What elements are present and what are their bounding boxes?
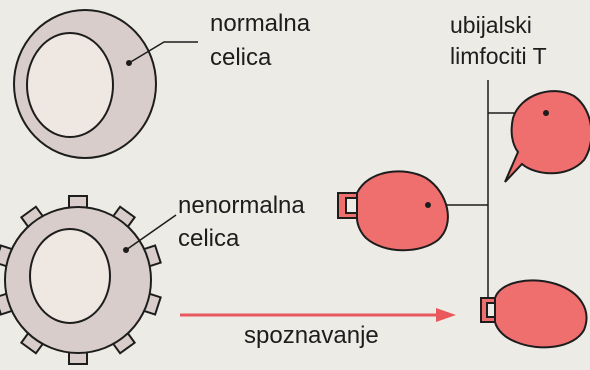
- recognition-arrow-head: [436, 308, 456, 322]
- killer-lymphocyte-top-dot: [543, 110, 549, 116]
- killer-lymphocyte-middle-body: [357, 171, 448, 250]
- abnormal-cell-label-line2: celica: [178, 223, 239, 255]
- killer-lymphocyte-bottom-receptor: [481, 298, 495, 322]
- normal-cell-label-line2: celica: [210, 42, 271, 74]
- abnormal-cell: [0, 196, 176, 364]
- killer-lymphocyte-middle-receptor: [338, 193, 357, 218]
- killer-label-line2: limfociti T: [450, 41, 547, 71]
- killer-lymphocyte-middle-dot: [425, 202, 431, 208]
- killer-lymphocyte-top: [505, 91, 590, 182]
- recognition-label: spoznavanje: [244, 320, 379, 352]
- killer-label-line1: ubijalski: [450, 10, 532, 40]
- normal-cell-label-line1: normalna: [210, 8, 310, 40]
- normal-cell-nucleus: [27, 33, 113, 137]
- abnormal-cell-label-line1: nenormalna: [178, 190, 305, 222]
- abnormal-cell-nucleus: [30, 229, 110, 323]
- killer-lymphocyte-bottom: [481, 280, 586, 347]
- killer-lymphocyte-middle: [338, 171, 448, 250]
- normal-cell: [14, 10, 198, 158]
- killer-lymphocyte-top-body: [505, 91, 590, 182]
- killer-lymphocyte-bottom-body: [495, 280, 586, 347]
